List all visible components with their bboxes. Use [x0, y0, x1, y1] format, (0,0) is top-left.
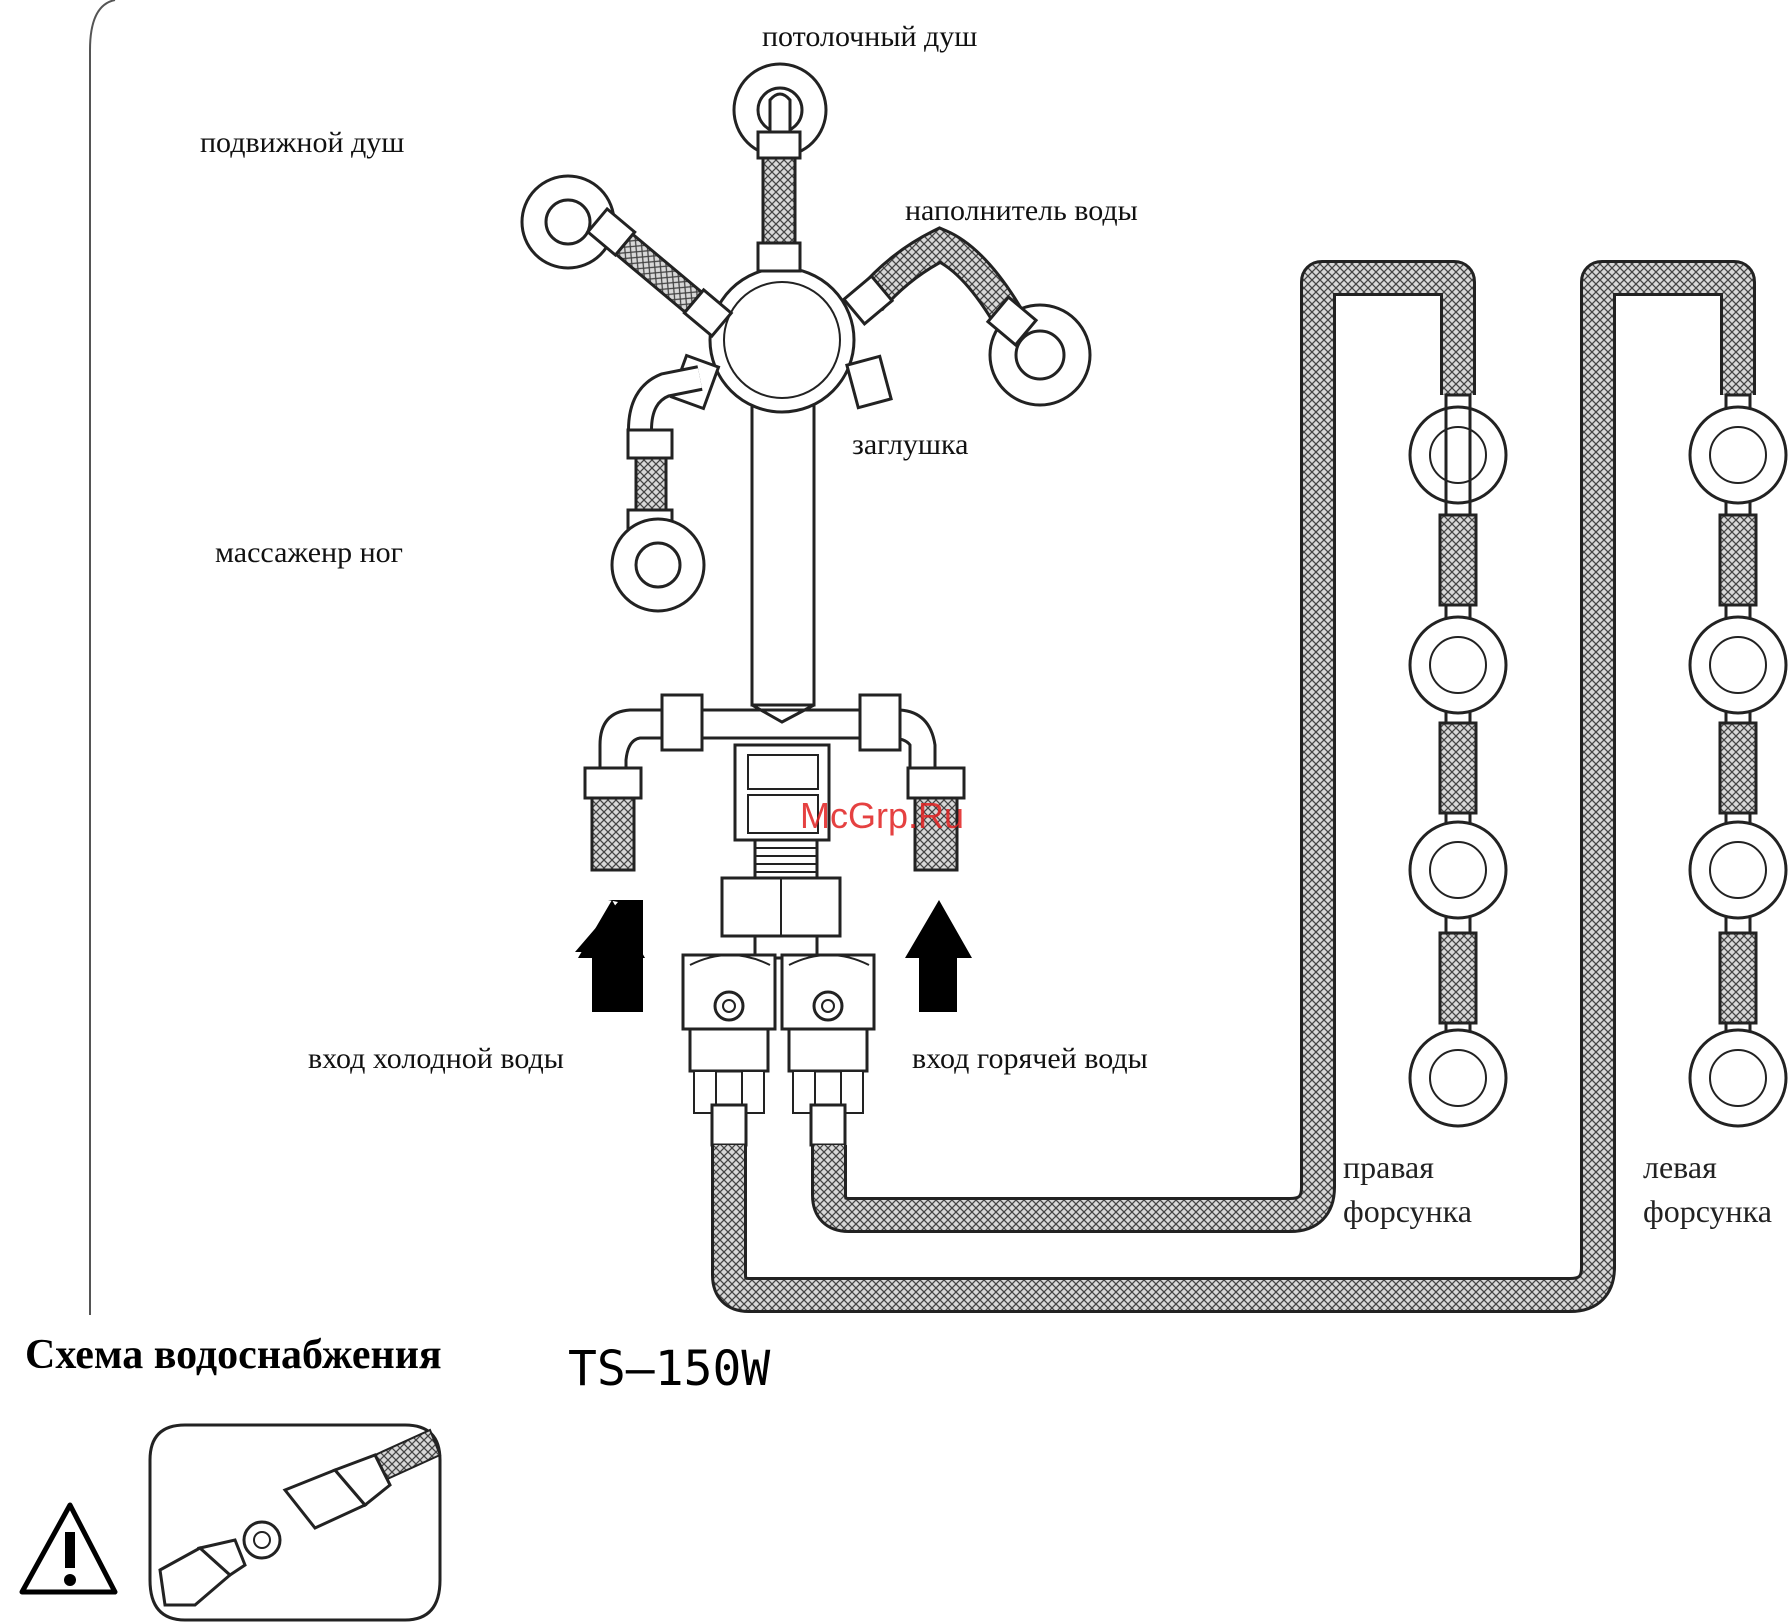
hand-shower-outlet [520, 174, 734, 339]
label-ceiling-shower: потолочный душ [762, 20, 977, 53]
label-cold-inlet: вход холодной воды [308, 1042, 564, 1075]
mixer-body [598, 693, 937, 960]
label-water-filler: наполнитель воды [905, 194, 1138, 227]
label-plug: заглушка [852, 428, 968, 461]
hot-inlet-arrow [905, 900, 972, 1012]
water-filler-outlet [841, 226, 1092, 407]
solenoid-valve-left [681, 953, 777, 1147]
right-nozzle-column [1408, 393, 1508, 1128]
solenoid-valve-right [780, 953, 876, 1147]
frame-border [89, 0, 116, 1315]
hot-inlet-hose [906, 766, 966, 872]
model-number: TS–150W [568, 1341, 770, 1397]
hose-fitting-detail-icon [148, 1423, 442, 1622]
watermark: McGrp.Ru [800, 795, 964, 836]
central-manifold [708, 266, 856, 707]
hose-to-left-nozzle [711, 260, 1756, 1313]
label-right-nozzle-line2: форсунка [1343, 1193, 1472, 1229]
warning-triangle-icon [19, 1502, 118, 1595]
label-foot-massager: массаженр ног [215, 536, 403, 569]
label-right-nozzle-line1: правая [1343, 1149, 1434, 1185]
ceiling-shower-outlet [732, 62, 828, 273]
label-left-nozzle-line2: форсунка [1643, 1193, 1772, 1229]
label-hand-shower: подвижной душ [200, 126, 404, 159]
diagram-title: Схема водоснабжения [25, 1332, 442, 1378]
hose-to-right-nozzle [811, 260, 1476, 1233]
left-nozzle-column [1688, 393, 1788, 1128]
label-hot-inlet: вход горячей воды [912, 1042, 1148, 1075]
label-left-nozzle-line1: левая [1643, 1149, 1717, 1185]
foot-massager-outlet [610, 365, 706, 613]
cold-inlet-arrow-head [578, 900, 645, 1012]
cold-inlet-hose [583, 766, 643, 872]
